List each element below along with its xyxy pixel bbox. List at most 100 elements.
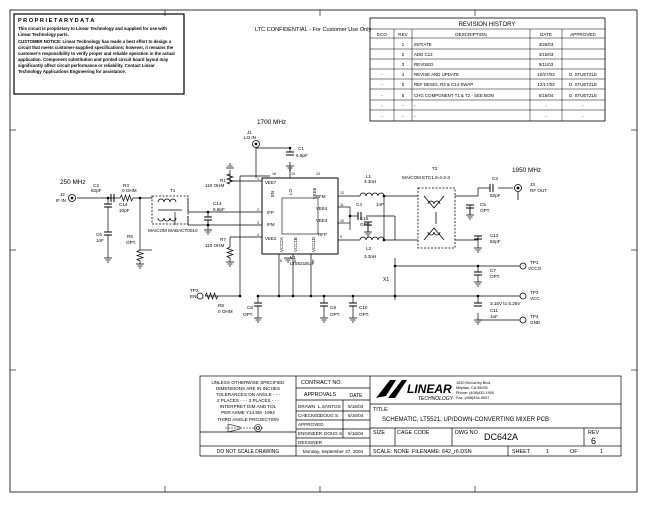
rev-col-description: DESCRIPTION <box>455 32 486 37</box>
component-label: 82pF <box>490 239 501 244</box>
ic-pin-number: 13 <box>316 172 320 176</box>
component-label: 3.3nH <box>364 254 376 259</box>
ic-pin-label: VEE6 <box>312 187 317 199</box>
component-label: VCC <box>530 296 540 301</box>
component-label: EN <box>190 294 196 299</box>
title-block <box>199 375 622 457</box>
component-label: C6 <box>96 232 102 237</box>
component-label: 82pF <box>91 188 102 193</box>
revision-history-table: REVISION HISTORY ECO REV DESCRIPTION DAT… <box>369 17 606 122</box>
of-label: OF <box>570 449 578 455</box>
engineer-label: ENGINEER <box>298 431 323 436</box>
component-label: 110 OHM <box>205 243 224 248</box>
component-label: L1 <box>366 174 372 179</box>
revision-cell: D. STUETZLE <box>569 93 597 98</box>
revision-cell: REVISED <box>414 62 433 67</box>
capacitor-c1 <box>286 151 294 156</box>
tolerance-line: TOLERANCES ON ANGLE - - - <box>216 392 281 397</box>
rev-col-approved: APPROVED <box>570 32 596 37</box>
linear-logo: LINEAR TECHNOLOGY <box>376 380 454 402</box>
revision-cell: - <box>545 114 547 119</box>
address-line: 1630 McCarthy Blvd. <box>456 381 491 385</box>
revision-cell: 10/27/03 <box>537 72 555 77</box>
revision-cell: - <box>545 103 547 108</box>
checked-date: 6/16/04 <box>348 413 364 418</box>
ic-pin-number: 3 <box>257 221 259 225</box>
component-label: 0 OHM <box>218 309 233 314</box>
sheet-count: 1 <box>600 449 603 455</box>
component-label: 3.3nH <box>364 179 376 184</box>
sheet-border <box>9 9 638 493</box>
component-label: C4 <box>356 202 362 207</box>
date-header: DATE <box>350 393 364 399</box>
test-point-tp2-icon <box>196 292 204 300</box>
ic-pin-number: 4 <box>257 233 259 237</box>
tolerance-line: DIMENSIONS ARE IN INCHES <box>216 386 280 391</box>
title-label: TITLE <box>373 407 388 413</box>
revision-cell: - <box>381 103 383 108</box>
tolerance-line: PER ASME Y14.5M -1994 <box>221 410 275 415</box>
resistor-r8 <box>204 291 219 301</box>
resistor-r3 <box>119 193 134 203</box>
cage-code-label: CAGE CODE <box>397 430 430 436</box>
proprietary-line: Technology Applications Engineering for … <box>18 69 126 74</box>
address-line: Phone: (408)432-1900 <box>456 391 494 395</box>
ic-pin-number: 9 <box>340 235 342 239</box>
confidential-note: LTC CONFIDENTIAL - For Customer Use Only <box>255 27 371 33</box>
component-label: J1 <box>247 130 252 135</box>
revision-cell: 6 <box>402 93 405 98</box>
scale-note: SCALE: NONE <box>373 449 410 455</box>
component-label: TP4 <box>530 314 539 319</box>
ic-ref: U1 <box>290 255 296 260</box>
component-label: R3 <box>123 183 129 188</box>
component-label: R5 <box>127 234 133 239</box>
drawing-number: DC642A <box>484 432 518 442</box>
component-label: T1 <box>170 188 176 193</box>
ic-part: LT5521EUF <box>290 261 315 266</box>
ic-pin-number: 16 <box>272 172 276 176</box>
rev-col-rev: REV <box>398 32 408 37</box>
address-line: Fax: (408)434-0507 <box>456 396 489 400</box>
ic-pin-label: RFM <box>316 194 326 199</box>
capacitor-c10 <box>349 302 357 307</box>
approvals-label: APPROVALS <box>304 392 337 398</box>
linear-logo-icon <box>376 380 396 398</box>
component-label: OPT. <box>490 274 500 279</box>
capacitor-c11 <box>474 302 482 307</box>
revision-cell: REF DESIG, R3 & C14 SWAP <box>414 82 473 87</box>
company-subname: TECHNOLOGY <box>418 396 454 402</box>
capacitor-c2 <box>110 194 115 202</box>
dwg-no-label: DWG NO <box>455 430 478 436</box>
component-label: TP3 <box>530 290 539 295</box>
ic-pin-label: VCC1B <box>293 237 298 252</box>
sheet-label: SHEET <box>512 449 531 455</box>
component-label: RF OUT <box>530 188 547 193</box>
projection-icon <box>225 423 264 433</box>
revision-cell: - <box>381 72 383 77</box>
resistor-r7 <box>225 246 235 262</box>
proprietary-line: customer's responsibility to verify prop… <box>18 51 175 56</box>
component-label: C2 <box>93 183 99 188</box>
filename-note: FILENAME: 642_r6.DSN <box>412 449 472 455</box>
ic-u1: VEE7 IFP IFM VEE2 RFM VEE4 VEE3 RFP EN L… <box>257 172 344 266</box>
ic-pin-label: EN <box>270 191 275 197</box>
ic-pin-number: 12 <box>340 191 344 195</box>
component-label: T2 <box>432 166 438 171</box>
rev-col-date: DATE <box>540 32 552 37</box>
component-label: R1 <box>220 178 226 183</box>
component-label: R7 <box>220 237 226 242</box>
capacitor-c3 <box>489 184 494 192</box>
resistor-symbols <box>119 173 235 301</box>
proprietary-line: CUSTOMER NOTICE: Linear Technology has m… <box>18 39 172 44</box>
component-label: OPT. <box>359 312 369 317</box>
revision-cell: - <box>402 114 404 119</box>
component-label: C13 <box>213 201 222 206</box>
approved-label: APPROVED <box>298 422 324 427</box>
component-label: J2 <box>60 192 65 197</box>
transformer-t2 <box>417 187 456 249</box>
transformer-t1 <box>151 195 189 225</box>
component-label: C9 <box>330 305 336 310</box>
revision-history-title: REVISION HISTORY <box>459 22 516 28</box>
component-label: OPT. <box>480 208 490 213</box>
revision-cell: 9/11/03 <box>539 62 554 67</box>
